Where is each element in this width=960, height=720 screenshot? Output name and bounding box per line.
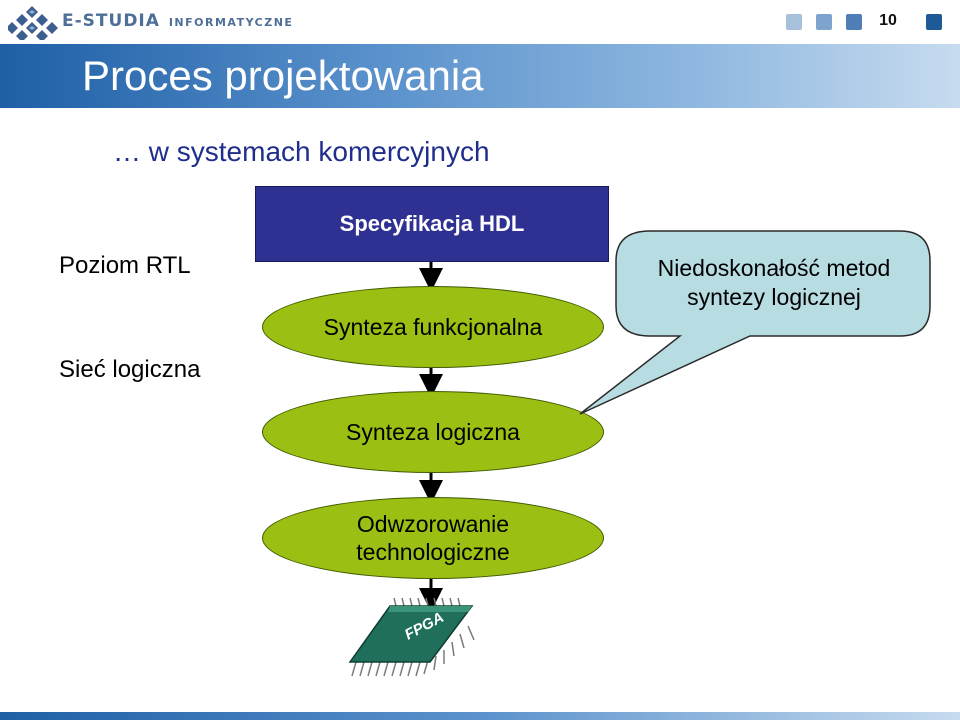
level-label-logic-network: Sieć logiczna bbox=[59, 356, 201, 383]
slide-subtitle: … w systemach komercyjnych bbox=[113, 136, 490, 167]
nav-square-4 bbox=[926, 14, 942, 30]
nav-square-1 bbox=[786, 14, 802, 30]
spec-hdl-box: Specyfikacja HDL bbox=[255, 186, 609, 262]
spec-hdl-label: Specyfikacja HDL bbox=[339, 211, 525, 236]
page-number: 10 bbox=[879, 12, 897, 29]
logo-wordmark: E-STUDIA INFORMATYCZNE bbox=[62, 11, 293, 31]
stage-technology-mapping: Odwzorowanie technologiczne bbox=[262, 497, 604, 579]
stage-label: Synteza funkcjonalna bbox=[323, 314, 543, 340]
stage-functional-synthesis: Synteza funkcjonalna bbox=[262, 286, 604, 368]
title-band bbox=[0, 44, 960, 108]
logo-suffix: INFORMATYCZNE bbox=[168, 16, 294, 29]
stage-label: Synteza logiczna bbox=[346, 419, 520, 445]
stage-logic-synthesis: Synteza logiczna bbox=[262, 391, 604, 473]
e-studia-logo-icon bbox=[8, 6, 58, 40]
slide-title: Proces projektowania bbox=[82, 52, 484, 99]
fpga-chip-icon: FPGA bbox=[348, 598, 475, 677]
level-label-rtl: Poziom RTL bbox=[59, 252, 191, 279]
footer-band bbox=[0, 712, 960, 720]
nav-square-3 bbox=[846, 14, 862, 30]
stage-label: Odwzorowanie technologiczne bbox=[356, 511, 510, 565]
callout-text: Niedoskonałość metod syntezy logicznej bbox=[657, 255, 891, 310]
nav-square-2 bbox=[816, 14, 832, 30]
slide-header: E-STUDIA INFORMATYCZNE 10 bbox=[0, 0, 960, 44]
logo-brand: E-STUDIA bbox=[62, 11, 160, 31]
